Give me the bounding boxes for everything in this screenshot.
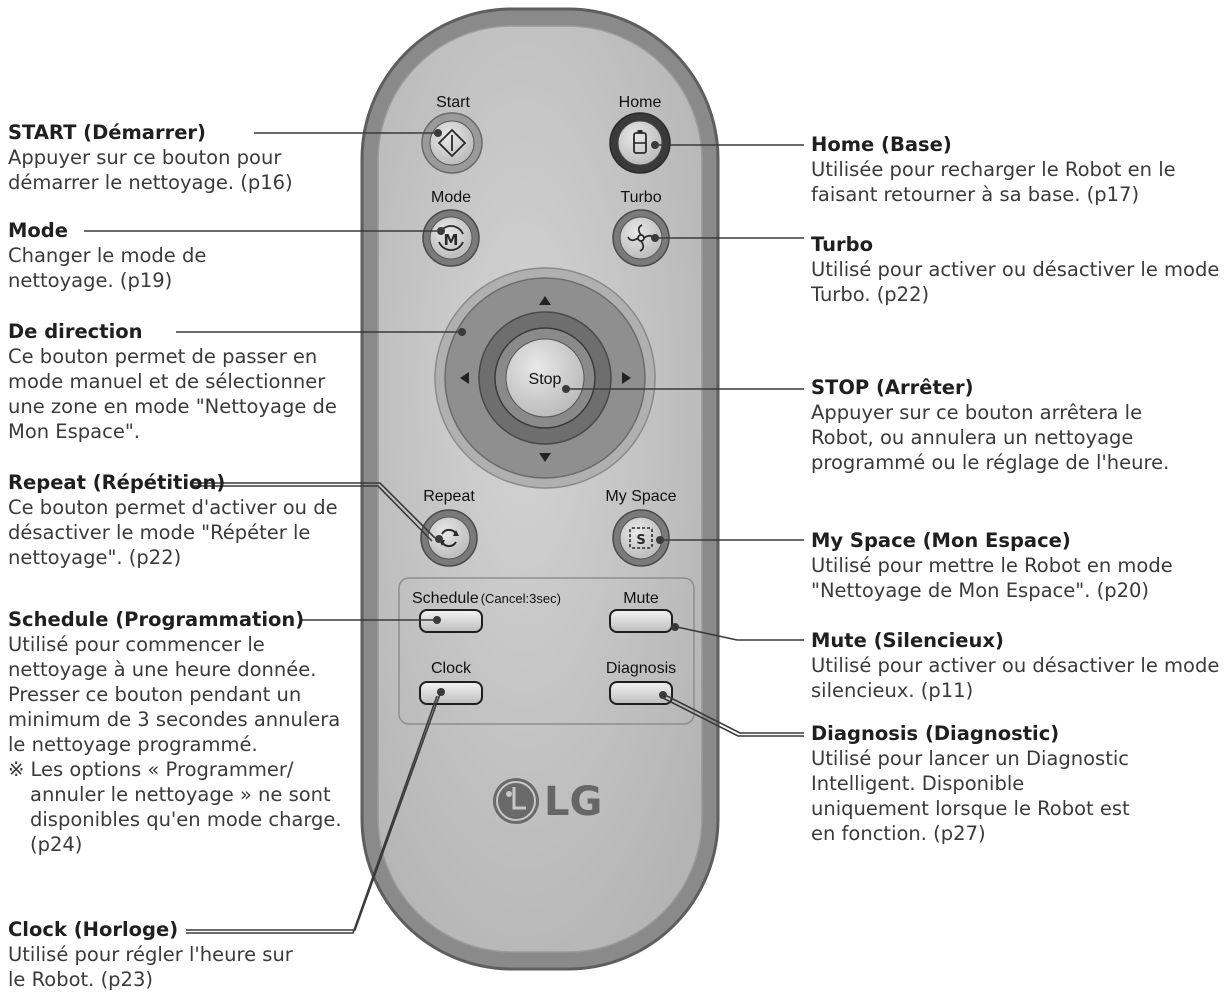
leader-direction-dot (458, 328, 466, 336)
mute-label: Mute (623, 590, 659, 607)
lg-logo-text: LG (544, 779, 602, 825)
callout-schedule-note: ※ Les options « Programmer/ annuler le n… (8, 758, 342, 856)
callout-turbo: Turbo Utilisé pour activer ou désactiver… (811, 232, 1221, 307)
arrow-left-icon[interactable] (460, 372, 469, 384)
leader-start-dot (434, 129, 442, 137)
svg-text:M: M (444, 231, 459, 249)
callout-start-title: START (Démarrer) (8, 121, 206, 144)
leader-mute-dot (671, 623, 679, 631)
arrow-up-icon[interactable] (539, 296, 551, 305)
start-button[interactable] (421, 112, 483, 174)
mute-button[interactable] (609, 609, 673, 633)
callout-mute-desc: Utilisé pour activer ou désactiver le mo… (811, 654, 1220, 702)
leader-home-dot (651, 141, 659, 149)
home-button[interactable] (609, 112, 671, 174)
callout-mode-desc: Changer le mode de nettoyage. (p19) (8, 244, 207, 292)
schedule-button[interactable] (419, 609, 483, 633)
leader-diagnosis-dot (659, 691, 667, 699)
leader-clock-2 (186, 695, 438, 934)
callout-stop-title: STOP (Arrêter) (811, 376, 974, 399)
leader-turbo-dot (651, 234, 659, 242)
callout-home-desc: Utilisée pour recharger le Robot en le f… (811, 158, 1176, 206)
turbo-button[interactable] (612, 209, 670, 267)
callout-start: START (Démarrer) Appuyer sur ce bouton p… (8, 120, 328, 195)
schedule-label-group: Schedule(Cancel:3sec) (412, 590, 561, 607)
callout-schedule: Schedule (Programmation) Utilisé pour co… (8, 607, 358, 857)
callout-direction-title: De direction (8, 320, 143, 343)
callout-stop-desc: Appuyer sur ce bouton arrêtera le Robot,… (811, 401, 1170, 474)
turbo-label: Turbo (620, 189, 661, 206)
callout-diagnosis: Diagnosis (Diagnostic) Utilisé pour lanc… (811, 721, 1141, 846)
my-space-button[interactable]: S (612, 509, 670, 567)
callout-schedule-title: Schedule (Programmation) (8, 608, 305, 631)
leader-mute (676, 626, 804, 641)
arrow-right-icon[interactable] (622, 372, 631, 384)
leader-repeat-2 (192, 485, 433, 542)
callout-mute: Mute (Silencieux) Utilisé pour activer o… (811, 628, 1221, 703)
callout-turbo-desc: Utilisé pour activer ou désactiver le mo… (811, 258, 1220, 306)
lower-button-panel (398, 577, 695, 725)
callout-clock-title: Clock (Horloge) (8, 918, 179, 941)
callout-turbo-title: Turbo (811, 233, 874, 256)
mode-button[interactable]: M (422, 209, 480, 267)
callout-direction-desc: Ce bouton permet de passer en mode manue… (8, 345, 337, 443)
callout-diagnosis-title: Diagnosis (Diagnostic) (811, 722, 1060, 745)
leader-my-space-dot (656, 536, 664, 544)
callout-clock: Clock (Horloge) Utilisé pour régler l'he… (8, 917, 308, 992)
callout-my-space-title: My Space (Mon Espace) (811, 529, 1071, 552)
callout-start-desc: Appuyer sur ce bouton pour démarrer le n… (8, 146, 293, 194)
start-icon (437, 128, 467, 158)
my-space-label: My Space (605, 488, 676, 505)
leader-repeat-dot (435, 535, 443, 543)
callout-mode: Mode Changer le mode de nettoyage. (p19) (8, 218, 258, 293)
schedule-hint: (Cancel:3sec) (481, 591, 561, 606)
callout-home: Home (Base) Utilisée pour recharger le R… (811, 132, 1221, 207)
callout-my-space: My Space (Mon Espace) Utilisé pour mettr… (811, 528, 1226, 603)
repeat-label: Repeat (423, 488, 475, 505)
callout-repeat-desc: Ce bouton permet d'activer ou de désacti… (8, 496, 338, 569)
leader-stop-dot (562, 385, 570, 393)
battery-icon (633, 130, 647, 154)
home-label: Home (619, 94, 662, 111)
callout-clock-desc: Utilisé pour régler l'heure sur le Robot… (8, 943, 293, 991)
clock-label: Clock (431, 660, 472, 677)
stop-label: Stop (529, 371, 562, 388)
arrow-down-icon[interactable] (539, 453, 551, 462)
callout-mute-title: Mute (Silencieux) (811, 629, 1004, 652)
leader-repeat (192, 482, 436, 539)
mode-label: Mode (431, 189, 471, 206)
callout-mode-title: Mode (8, 219, 68, 242)
callout-schedule-desc: Utilisé pour commencer le nettoyage à un… (8, 633, 341, 756)
clock-button[interactable] (419, 681, 483, 705)
svg-text:S: S (636, 533, 645, 548)
callout-home-title: Home (Base) (811, 133, 952, 156)
leader-clock-dot (437, 688, 445, 696)
diagnosis-label: Diagnosis (606, 660, 676, 677)
diagnosis-button[interactable] (609, 681, 673, 705)
callout-direction: De direction Ce bouton permet de passer … (8, 319, 353, 444)
leader-mode-dot (437, 227, 445, 235)
callout-repeat-title: Repeat (Répétition) (8, 471, 226, 494)
callout-stop: STOP (Arrêter) Appuyer sur ce bouton arr… (811, 375, 1171, 475)
my-space-icon: S (629, 527, 653, 549)
lg-logo: LG (493, 778, 602, 825)
leader-diagnosis (664, 694, 804, 734)
callout-repeat: Repeat (Répétition) Ce bouton permet d'a… (8, 470, 338, 570)
leader-schedule-dot (433, 616, 441, 624)
leader-lines (84, 129, 804, 934)
callout-diagnosis-desc: Utilisé pour lancer un Diagnostic Intell… (811, 747, 1130, 845)
start-label: Start (436, 94, 470, 111)
leader-clock (186, 693, 441, 931)
callout-my-space-desc: Utilisé pour mettre le Robot en mode "Ne… (811, 554, 1173, 602)
schedule-label: Schedule (412, 590, 479, 607)
stop-button[interactable]: Stop (494, 327, 596, 429)
leader-diagnosis-2 (662, 697, 804, 737)
